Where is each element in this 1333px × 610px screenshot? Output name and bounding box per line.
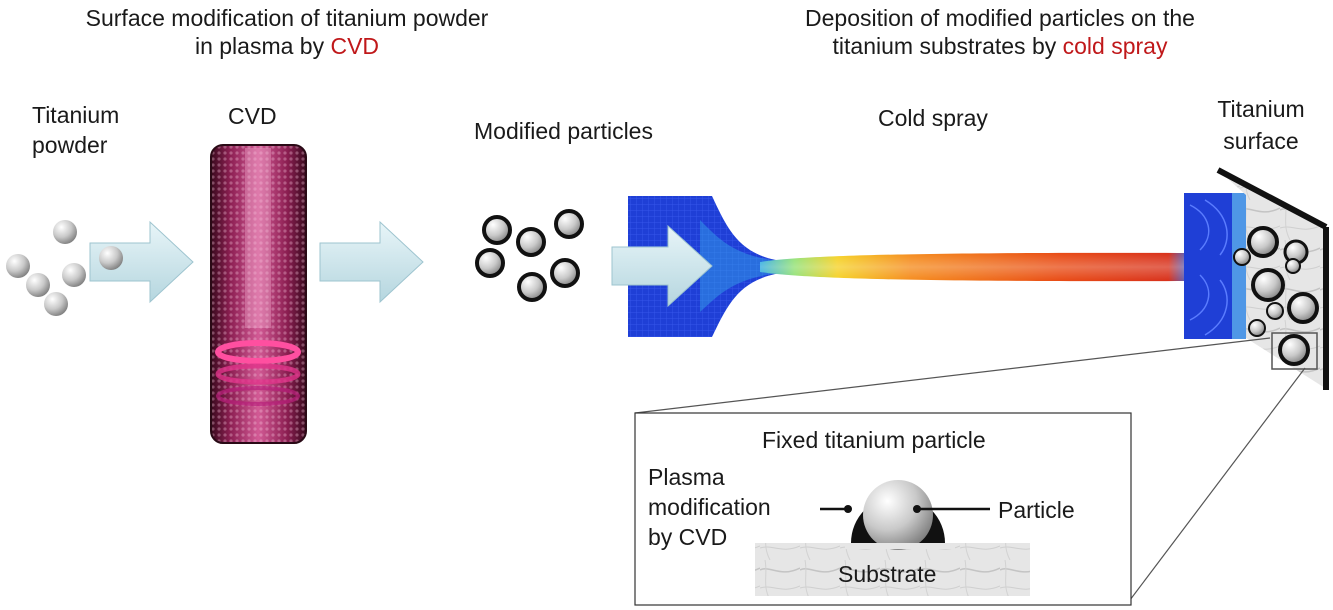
- titanium-substrate-plate: [1216, 167, 1329, 390]
- modified-particles: [475, 209, 584, 302]
- right-heading-line1: Deposition of modified particles on the: [805, 5, 1195, 31]
- left-heading-prefix: in plasma by: [194, 33, 331, 59]
- incoming-particle: [1233, 248, 1251, 266]
- powder-particle: [99, 246, 123, 270]
- modified-particle: [482, 215, 512, 245]
- inset-substrate-label: Substrate: [838, 561, 937, 587]
- modified-particle: [475, 248, 505, 278]
- powder-particle: [26, 273, 50, 297]
- titanium-powder-particles: [6, 220, 86, 316]
- inset-plasma-line1: Plasma: [648, 464, 725, 490]
- inset-plasma-label: Plasma modification by CVD: [648, 462, 771, 552]
- left-heading-highlight: CVD: [330, 33, 380, 59]
- right-heading-prefix: titanium substrates by: [832, 33, 1063, 59]
- right-heading: Deposition of modified particles on the …: [730, 4, 1270, 60]
- deposited-particle: [1251, 268, 1285, 302]
- label-modified-particles: Modified particles: [474, 118, 653, 144]
- inset-particle-label: Particle: [998, 497, 1075, 523]
- label-titanium-powder: Titanium powder: [32, 100, 119, 160]
- modified-particle: [516, 227, 546, 257]
- plasma-pointer-dot: [844, 505, 852, 513]
- impact-zone: [1184, 193, 1246, 339]
- left-heading-line2: in plasma by CVD: [32, 32, 542, 60]
- deposited-particle: [1247, 226, 1279, 258]
- arrow-from-cvd: [319, 220, 424, 304]
- deposited-particle: [1248, 319, 1266, 337]
- powder-particle: [6, 254, 30, 278]
- powder-particle: [44, 292, 68, 316]
- inset-plasma-line2: modification: [648, 494, 771, 520]
- right-heading-line2: titanium substrates by cold spray: [730, 32, 1270, 60]
- deposited-particle: [1287, 292, 1319, 324]
- cvd-reactor: [210, 144, 307, 444]
- left-heading: Surface modification of titanium powder …: [32, 4, 542, 60]
- deposited-particle: [1266, 302, 1284, 320]
- label-titanium-powder-line2: powder: [32, 132, 108, 158]
- label-titanium-surface-line1: Titanium: [1217, 96, 1305, 122]
- particle-pointer-dot: [913, 505, 921, 513]
- zoom-line-left: [634, 337, 1271, 414]
- inset-particle-core: [863, 480, 933, 550]
- label-titanium-powder-line1: Titanium: [32, 102, 120, 128]
- inset-title: Fixed titanium particle: [762, 427, 986, 453]
- label-titanium-surface: Titanium surface: [1196, 93, 1326, 157]
- deposited-particle: [1278, 334, 1310, 366]
- arrow-into-nozzle: [611, 224, 713, 308]
- inset-plasma-line3: by CVD: [648, 524, 728, 550]
- powder-particle: [62, 263, 86, 287]
- modified-particle: [554, 209, 584, 239]
- zoom-line-right: [1129, 367, 1306, 601]
- powder-particle: [53, 220, 77, 244]
- label-cold-spray: Cold spray: [878, 105, 988, 131]
- label-titanium-surface-line2: surface: [1223, 128, 1299, 154]
- modified-particle: [517, 272, 547, 302]
- deposited-particle: [1285, 258, 1301, 274]
- left-heading-line1: Surface modification of titanium powder: [85, 5, 489, 31]
- cold-spray-jet: [760, 252, 1190, 282]
- arrow-to-cvd: [89, 220, 194, 304]
- right-heading-highlight: cold spray: [1062, 33, 1168, 59]
- zoom-region-box: [1271, 332, 1318, 370]
- modified-particle: [550, 258, 580, 288]
- inset-substrate: [755, 543, 1030, 596]
- label-cvd: CVD: [228, 103, 277, 129]
